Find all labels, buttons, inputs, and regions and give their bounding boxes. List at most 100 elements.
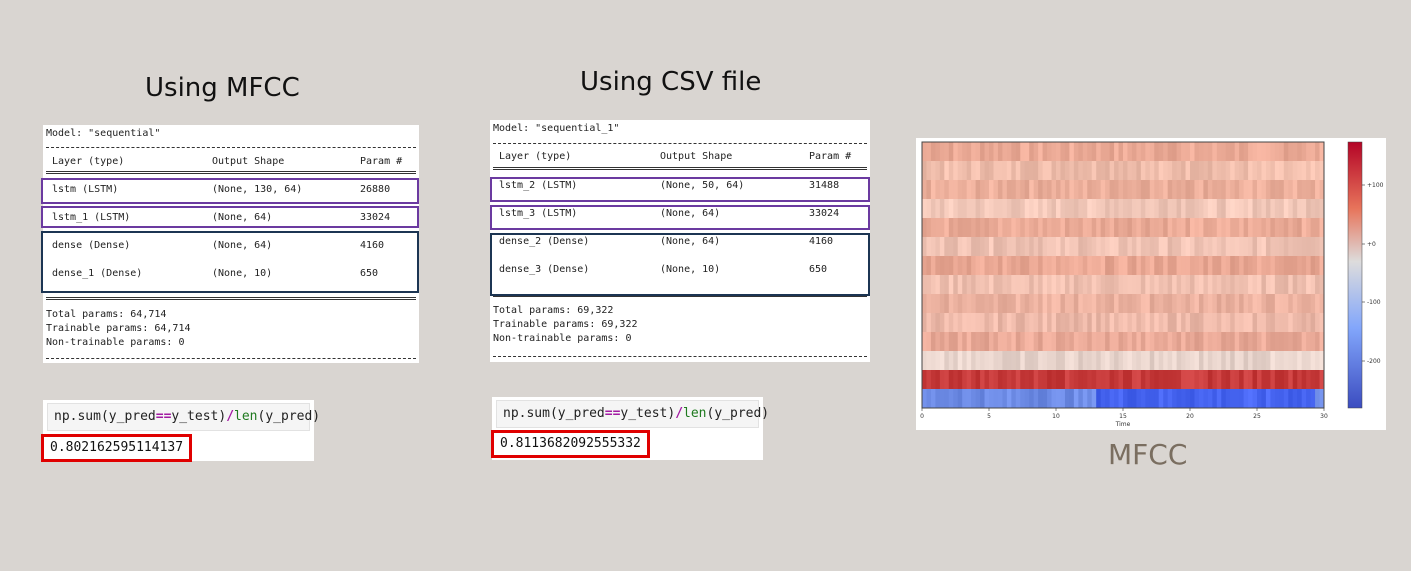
heatmap-cell	[1082, 199, 1088, 219]
heatmap-cell	[1257, 332, 1262, 352]
layer-param: 33024	[360, 212, 391, 223]
heatmap-cell	[1158, 275, 1164, 295]
heatmap-cell	[1207, 275, 1213, 295]
heatmap-cell	[1203, 199, 1209, 219]
heatmap-cell	[1073, 142, 1079, 162]
heatmap-cell	[1038, 237, 1044, 257]
heatmap-cell	[1265, 389, 1271, 409]
heatmap-cell	[984, 313, 990, 333]
heatmap-cell	[1149, 180, 1155, 200]
heatmap-cell	[1283, 218, 1289, 238]
heatmap-cell	[1105, 351, 1111, 371]
accuracy-code[interactable]: np.sum(y_pred==y_test)/len(y_pred)	[496, 400, 769, 428]
heatmap-cell	[1033, 218, 1039, 238]
heatmap-cell	[966, 313, 972, 333]
heatmap-cell	[1261, 256, 1267, 276]
heatmap-cell	[1230, 275, 1236, 295]
heatmap-cell	[1230, 389, 1236, 409]
heatmap-cell	[1024, 256, 1030, 276]
heatmap-cell	[1181, 294, 1187, 314]
heatmap-cell	[1319, 332, 1325, 352]
heatmap-cell	[1073, 294, 1079, 314]
heatmap-cell	[935, 161, 941, 181]
heatmap-cell	[1078, 218, 1084, 238]
heatmap-cell	[1261, 142, 1267, 162]
heatmap-cell	[1109, 313, 1115, 333]
heatmap-cell	[1198, 180, 1204, 200]
heatmap-cell	[1064, 161, 1070, 181]
heatmap-cell	[1248, 237, 1254, 257]
heatmap-cell	[1158, 237, 1164, 257]
heatmap-cell	[1123, 313, 1128, 333]
heatmap-cell	[948, 256, 954, 276]
heatmap-cell	[1172, 161, 1178, 181]
heatmap-cell	[1257, 142, 1262, 162]
heatmap-cell	[1288, 313, 1294, 333]
heatmap-cell	[1064, 370, 1070, 390]
heatmap-cell	[1011, 180, 1017, 200]
heatmap-cell	[1123, 256, 1128, 276]
heatmap-cell	[1118, 313, 1124, 333]
heatmap-cell	[1105, 142, 1111, 162]
heatmap-cell	[1185, 180, 1191, 200]
heatmap-cell	[922, 313, 927, 333]
heatmap-cell	[971, 180, 977, 200]
heatmap-cell	[1283, 294, 1289, 314]
heatmap-cell	[1288, 180, 1294, 200]
heatmap-cell	[1288, 199, 1294, 219]
heatmap-cell	[1306, 294, 1312, 314]
x-tick-label: 5	[987, 413, 991, 420]
heatmap-cell	[1297, 180, 1303, 200]
heatmap-cell	[1154, 180, 1160, 200]
heatmap-cell	[984, 332, 990, 352]
heatmap-cell	[962, 199, 968, 219]
heatmap-cell	[1002, 256, 1008, 276]
heatmap-cell	[1060, 370, 1066, 390]
heatmap-cell	[1158, 351, 1164, 371]
heatmap-cell	[1047, 218, 1053, 238]
x-axis-label: Time	[1115, 421, 1131, 428]
heatmap-cell	[1270, 142, 1276, 162]
heatmap-cell	[1207, 199, 1213, 219]
heatmap-cell	[1154, 294, 1160, 314]
heatmap-cell	[984, 275, 990, 295]
heatmap-cell	[1078, 294, 1084, 314]
heatmap-cell	[1167, 275, 1173, 295]
heatmap-cell	[1136, 370, 1142, 390]
heatmap-cell	[1006, 370, 1012, 390]
heatmap-cell	[1136, 237, 1142, 257]
heatmap-cell	[975, 313, 981, 333]
heatmap-cell	[1118, 218, 1124, 238]
heatmap-cell	[1105, 275, 1111, 295]
heatmap-cell	[1252, 237, 1258, 257]
heatmap-cell	[1198, 256, 1204, 276]
heatmap-cell	[1051, 142, 1057, 162]
accuracy-code[interactable]: np.sum(y_pred==y_test)/len(y_pred)	[47, 403, 320, 431]
heatmap-cell	[1257, 218, 1262, 238]
heatmap-cell	[1203, 370, 1209, 390]
heatmap-cell	[1047, 256, 1053, 276]
heatmap-cell	[1221, 142, 1227, 162]
heatmap-cell	[1002, 275, 1008, 295]
heatmap-cell	[922, 237, 927, 257]
heatmap-cell	[1033, 180, 1039, 200]
heatmap-cell	[1194, 332, 1200, 352]
heatmap-cell	[953, 294, 959, 314]
heatmap-cell	[1185, 218, 1191, 238]
heatmap-cell	[1096, 218, 1102, 238]
heatmap-cell	[1087, 351, 1093, 371]
heatmap-cell	[957, 370, 963, 390]
heatmap-cell	[1002, 142, 1008, 162]
heatmap-cell	[1069, 275, 1075, 295]
heatmap-cell	[975, 370, 981, 390]
heatmap-cell	[1069, 237, 1075, 257]
heatmap-cell	[1310, 161, 1316, 181]
x-tick-label: 10	[1052, 413, 1060, 420]
heatmap-cell	[1038, 351, 1044, 371]
heatmap-cell	[989, 351, 994, 371]
heatmap-cell	[1283, 237, 1289, 257]
heatmap-cell	[1172, 313, 1178, 333]
heatmap-cell	[962, 256, 968, 276]
heatmap-cell	[1319, 142, 1325, 162]
heatmap-cell	[1225, 389, 1231, 409]
